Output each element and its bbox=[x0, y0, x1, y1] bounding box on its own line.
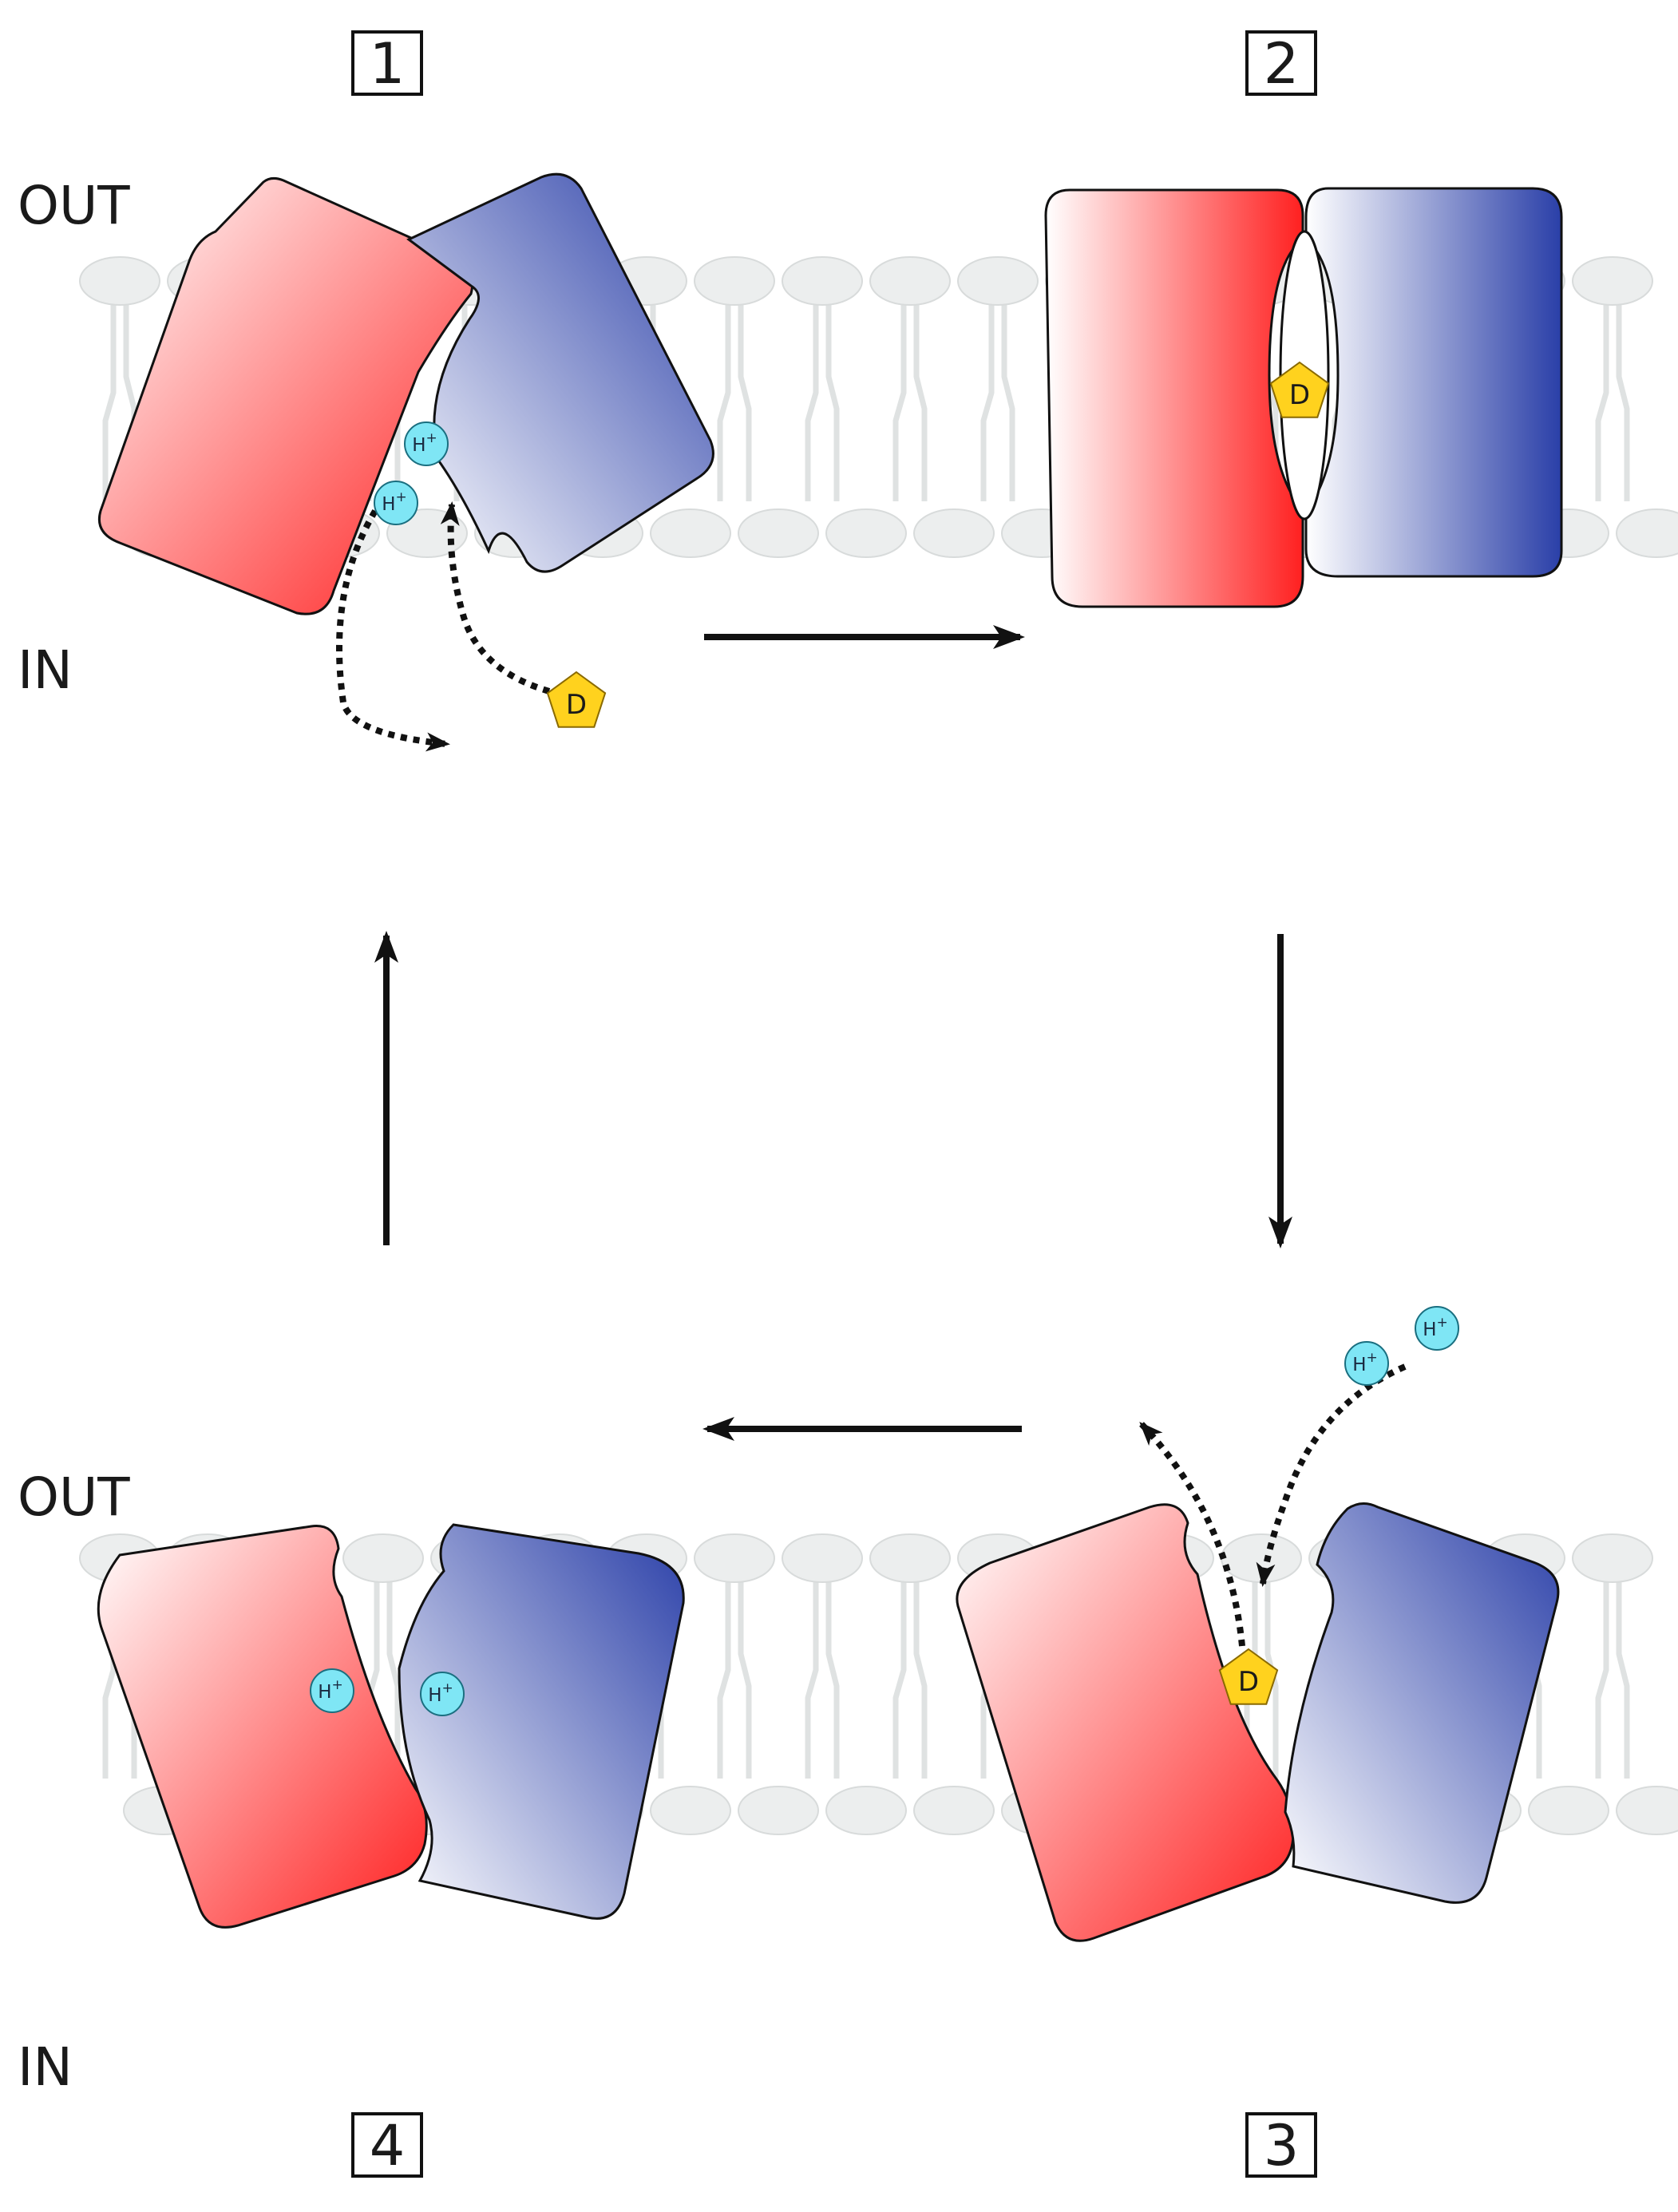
substrate-label: D bbox=[566, 689, 587, 721]
state-number-2: 2 bbox=[1264, 31, 1300, 97]
domain-b-state-3 bbox=[1284, 1502, 1560, 1904]
out-label-bottom: OUT bbox=[18, 1466, 130, 1528]
proton-state-4-b: H+ bbox=[420, 1672, 465, 1716]
substrate-state-2: D bbox=[1269, 361, 1330, 418]
domain-b-state-1 bbox=[406, 172, 714, 573]
out-label-top: OUT bbox=[18, 175, 130, 236]
state-box-3: 3 bbox=[1245, 2112, 1317, 2178]
proton-state-1-a: H+ bbox=[404, 421, 449, 466]
proton-state-1-b: H+ bbox=[374, 481, 418, 525]
substrate-state-3: D bbox=[1218, 1648, 1279, 1705]
domain-a-state-3 bbox=[956, 1503, 1295, 1942]
proton-label: H+ bbox=[428, 1680, 453, 1706]
state-number-1: 1 bbox=[370, 31, 406, 97]
proton-label: H+ bbox=[318, 1677, 343, 1703]
proton-state-4-a: H+ bbox=[310, 1668, 354, 1713]
state-box-2: 2 bbox=[1245, 30, 1317, 97]
transporter-state-1 bbox=[98, 172, 714, 615]
substrate-label: D bbox=[1238, 1666, 1259, 1698]
state-box-1: 1 bbox=[351, 30, 423, 97]
proton-label: H+ bbox=[1352, 1350, 1378, 1375]
substrate-state-1: D bbox=[546, 671, 607, 728]
proton-label: H+ bbox=[412, 430, 437, 456]
in-label-bottom: IN bbox=[18, 2036, 73, 2098]
state-number-4: 4 bbox=[370, 2113, 406, 2178]
substrate-label: D bbox=[1289, 379, 1310, 411]
proton-label: H+ bbox=[1423, 1315, 1448, 1340]
state-box-4: 4 bbox=[351, 2112, 423, 2178]
proton-state-3-b: H+ bbox=[1344, 1341, 1389, 1386]
domain-b-state-4 bbox=[398, 1523, 685, 1920]
transporter-state-3 bbox=[956, 1502, 1560, 1942]
transporter-state-4 bbox=[97, 1523, 685, 1929]
transporter-state-2 bbox=[1044, 187, 1563, 608]
proton-entry-path-state-3 bbox=[1256, 1363, 1407, 1587]
in-label-top: IN bbox=[18, 639, 73, 701]
domain-b-state-2 bbox=[1304, 187, 1563, 578]
proton-exit-path-state-1 bbox=[336, 508, 450, 752]
state-number-3: 3 bbox=[1264, 2113, 1300, 2178]
domain-a-state-2 bbox=[1044, 188, 1304, 608]
proton-label: H+ bbox=[382, 489, 407, 515]
proton-state-3-a: H+ bbox=[1415, 1306, 1459, 1351]
substrate-entry-path-state-1 bbox=[440, 501, 551, 694]
